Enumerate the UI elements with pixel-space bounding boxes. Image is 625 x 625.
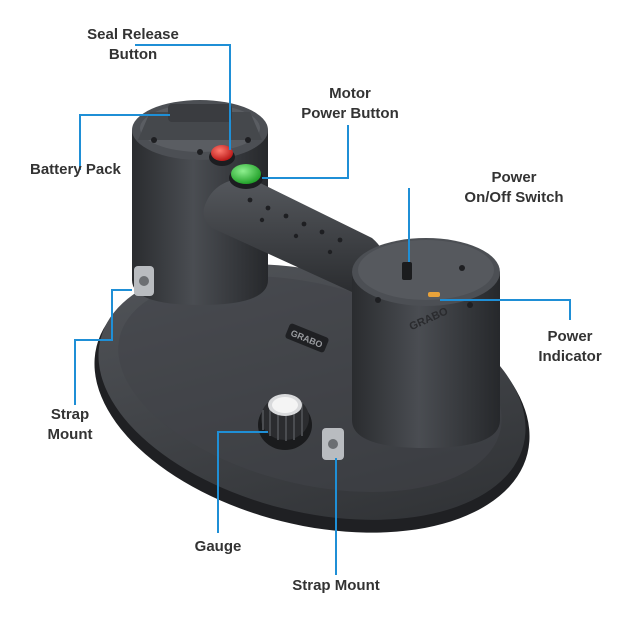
vacuum-gauge [258,394,312,450]
leader-motor-power [262,125,349,179]
strap-mount-bottom [322,428,344,460]
seal-release-button[interactable] [209,145,235,166]
leader-battery-pack [79,114,170,170]
label-strap-mount-bottom: Strap Mount [292,577,380,594]
handle-bar [203,178,386,292]
leader-power-indicator [440,299,571,320]
label-gauge: Gauge [194,538,242,555]
strap-mount-left [134,266,154,296]
leader-gauge [217,431,268,533]
leader-strap-left [74,289,132,405]
label-motor-power-button: Motor Power Button [301,85,399,122]
leader-seal-release [135,44,231,150]
label-battery-pack: Battery Pack [30,161,121,178]
right-housing: GRABO [352,238,500,448]
label-strap-mount-left: Strap Mount [47,406,93,443]
callout-leaders [74,44,571,575]
label-power-switch: Power On/Off Switch [464,169,564,206]
motor-power-button[interactable] [229,164,263,189]
power-indicator-light [428,292,440,297]
label-power-indicator: Power Indicator [538,328,602,365]
label-seal-release-button: Seal Release Button [87,26,179,63]
on-off-switch[interactable] [402,262,412,280]
